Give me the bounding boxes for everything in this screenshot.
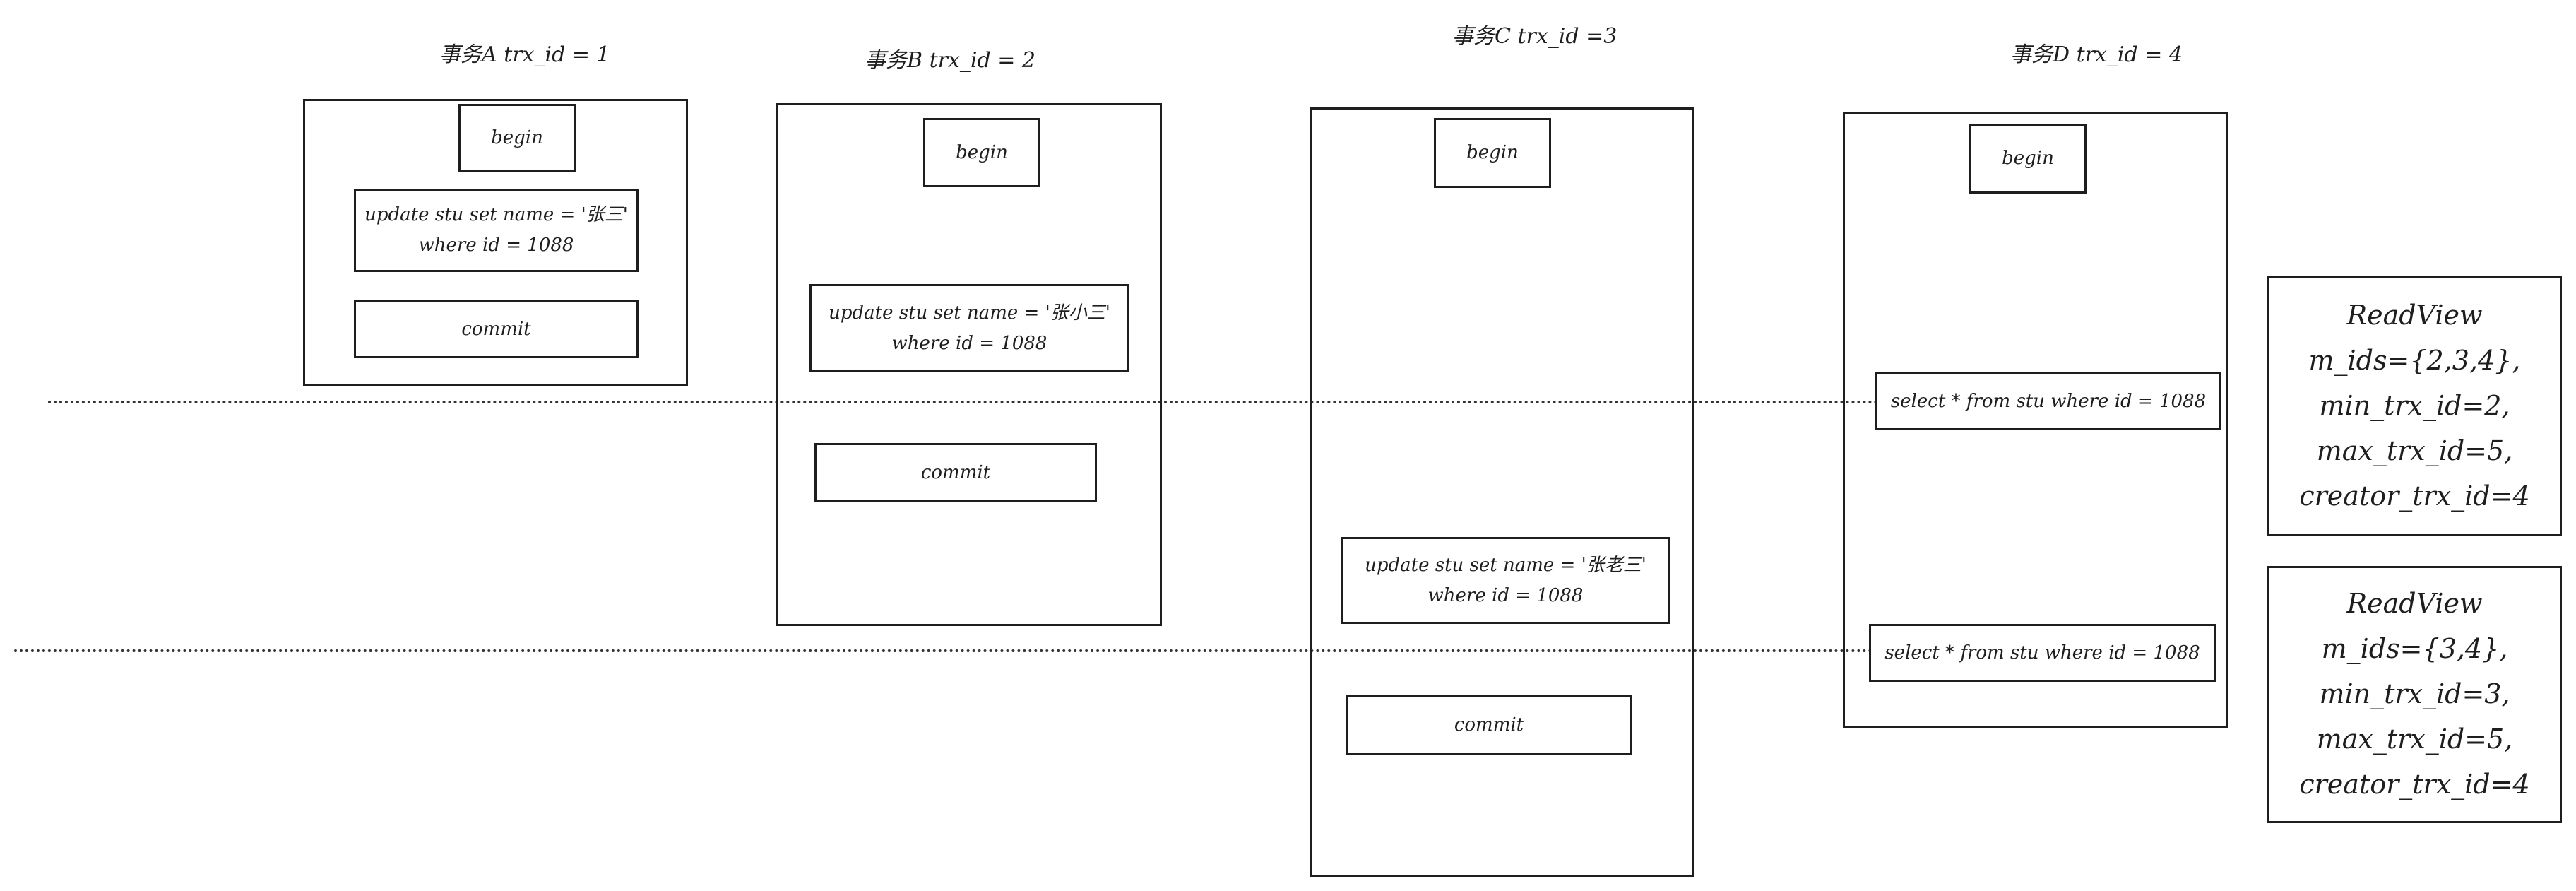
transaction-a-begin-label: begin [491,127,543,149]
transaction-d-select-label-2: select * from stu where id = 1088 [1884,642,2200,663]
readview-1-m-ids: m_ids={2,3,4}, [2308,345,2521,377]
transaction-d-select-label-1: select * from stu where id = 1088 [1890,390,2207,412]
transaction-b-update-box: update stu set name = '张小三' where id = 1… [809,284,1129,372]
transaction-a-title: 事务A trx_id = 1 [439,42,610,67]
transaction-b-commit-label: commit [920,461,991,483]
transaction-d-begin-box: begin [1969,124,2087,194]
readview-2-min-trx-id: min_trx_id=3, [2319,678,2510,710]
transaction-c-update-line2: where id = 1088 [1428,584,1584,606]
readview-2-m-ids: m_ids={3,4}, [2321,633,2508,665]
readview-1-min-trx-id: min_trx_id=2, [2319,390,2510,422]
transaction-b-update-line2: where id = 1088 [891,332,1047,354]
readview-2-creator-trx-id: creator_trx_id=4 [2299,768,2530,800]
transaction-c-update-box: update stu set name = '张老三' where id = 1… [1341,537,1670,624]
readview-2-title: ReadView [2346,588,2483,620]
transaction-c-update-line1: update stu set name = '张老三' [1365,554,1646,576]
transaction-d-title: 事务D trx_id = 4 [2010,42,2183,67]
timeline-line-1 [48,401,2224,403]
transaction-d-select-box-1: select * from stu where id = 1088 [1875,372,2221,430]
transaction-b-begin-box: begin [923,118,1040,187]
transaction-d-begin-label: begin [2002,148,2054,170]
transaction-a-update-line2: where id = 1088 [418,235,574,256]
transaction-d-select-box-2: select * from stu where id = 1088 [1869,624,2216,682]
transaction-b-title: 事务B trx_id = 2 [865,48,1035,73]
readview-1-max-trx-id: max_trx_id=5, [2316,435,2513,466]
transaction-b-commit-box: commit [814,443,1097,502]
transaction-a-commit-box: commit [354,300,639,358]
transaction-a-frame [303,99,688,386]
transaction-a-update-box: update stu set name = '张三' where id = 10… [354,189,639,272]
transaction-a-begin-box: begin [458,104,576,172]
transaction-b-frame [776,103,1162,626]
readview-box-2: ReadView m_ids={3,4}, min_trx_id=3, max_… [2267,566,2562,823]
transaction-b-begin-label: begin [956,141,1008,163]
readview-1-title: ReadView [2346,300,2483,331]
transaction-a-update-line1: update stu set name = '张三' [364,204,628,226]
transaction-c-begin-label: begin [1466,142,1519,164]
timeline-line-2 [14,649,2218,652]
transaction-d-frame [1843,112,2228,728]
readview-1-creator-trx-id: creator_trx_id=4 [2299,480,2530,512]
transaction-a-commit-label: commit [461,318,531,340]
transaction-c-commit-box: commit [1346,695,1632,755]
transaction-c-title: 事务C trx_id =3 [1452,24,1618,49]
readview-2-max-trx-id: max_trx_id=5, [2316,723,2513,755]
transaction-c-commit-label: commit [1454,714,1524,736]
transaction-c-begin-box: begin [1434,118,1551,188]
transaction-b-update-line1: update stu set name = '张小三' [829,302,1110,324]
transaction-c-frame [1310,107,1694,877]
readview-box-1: ReadView m_ids={2,3,4}, min_trx_id=2, ma… [2267,276,2562,536]
